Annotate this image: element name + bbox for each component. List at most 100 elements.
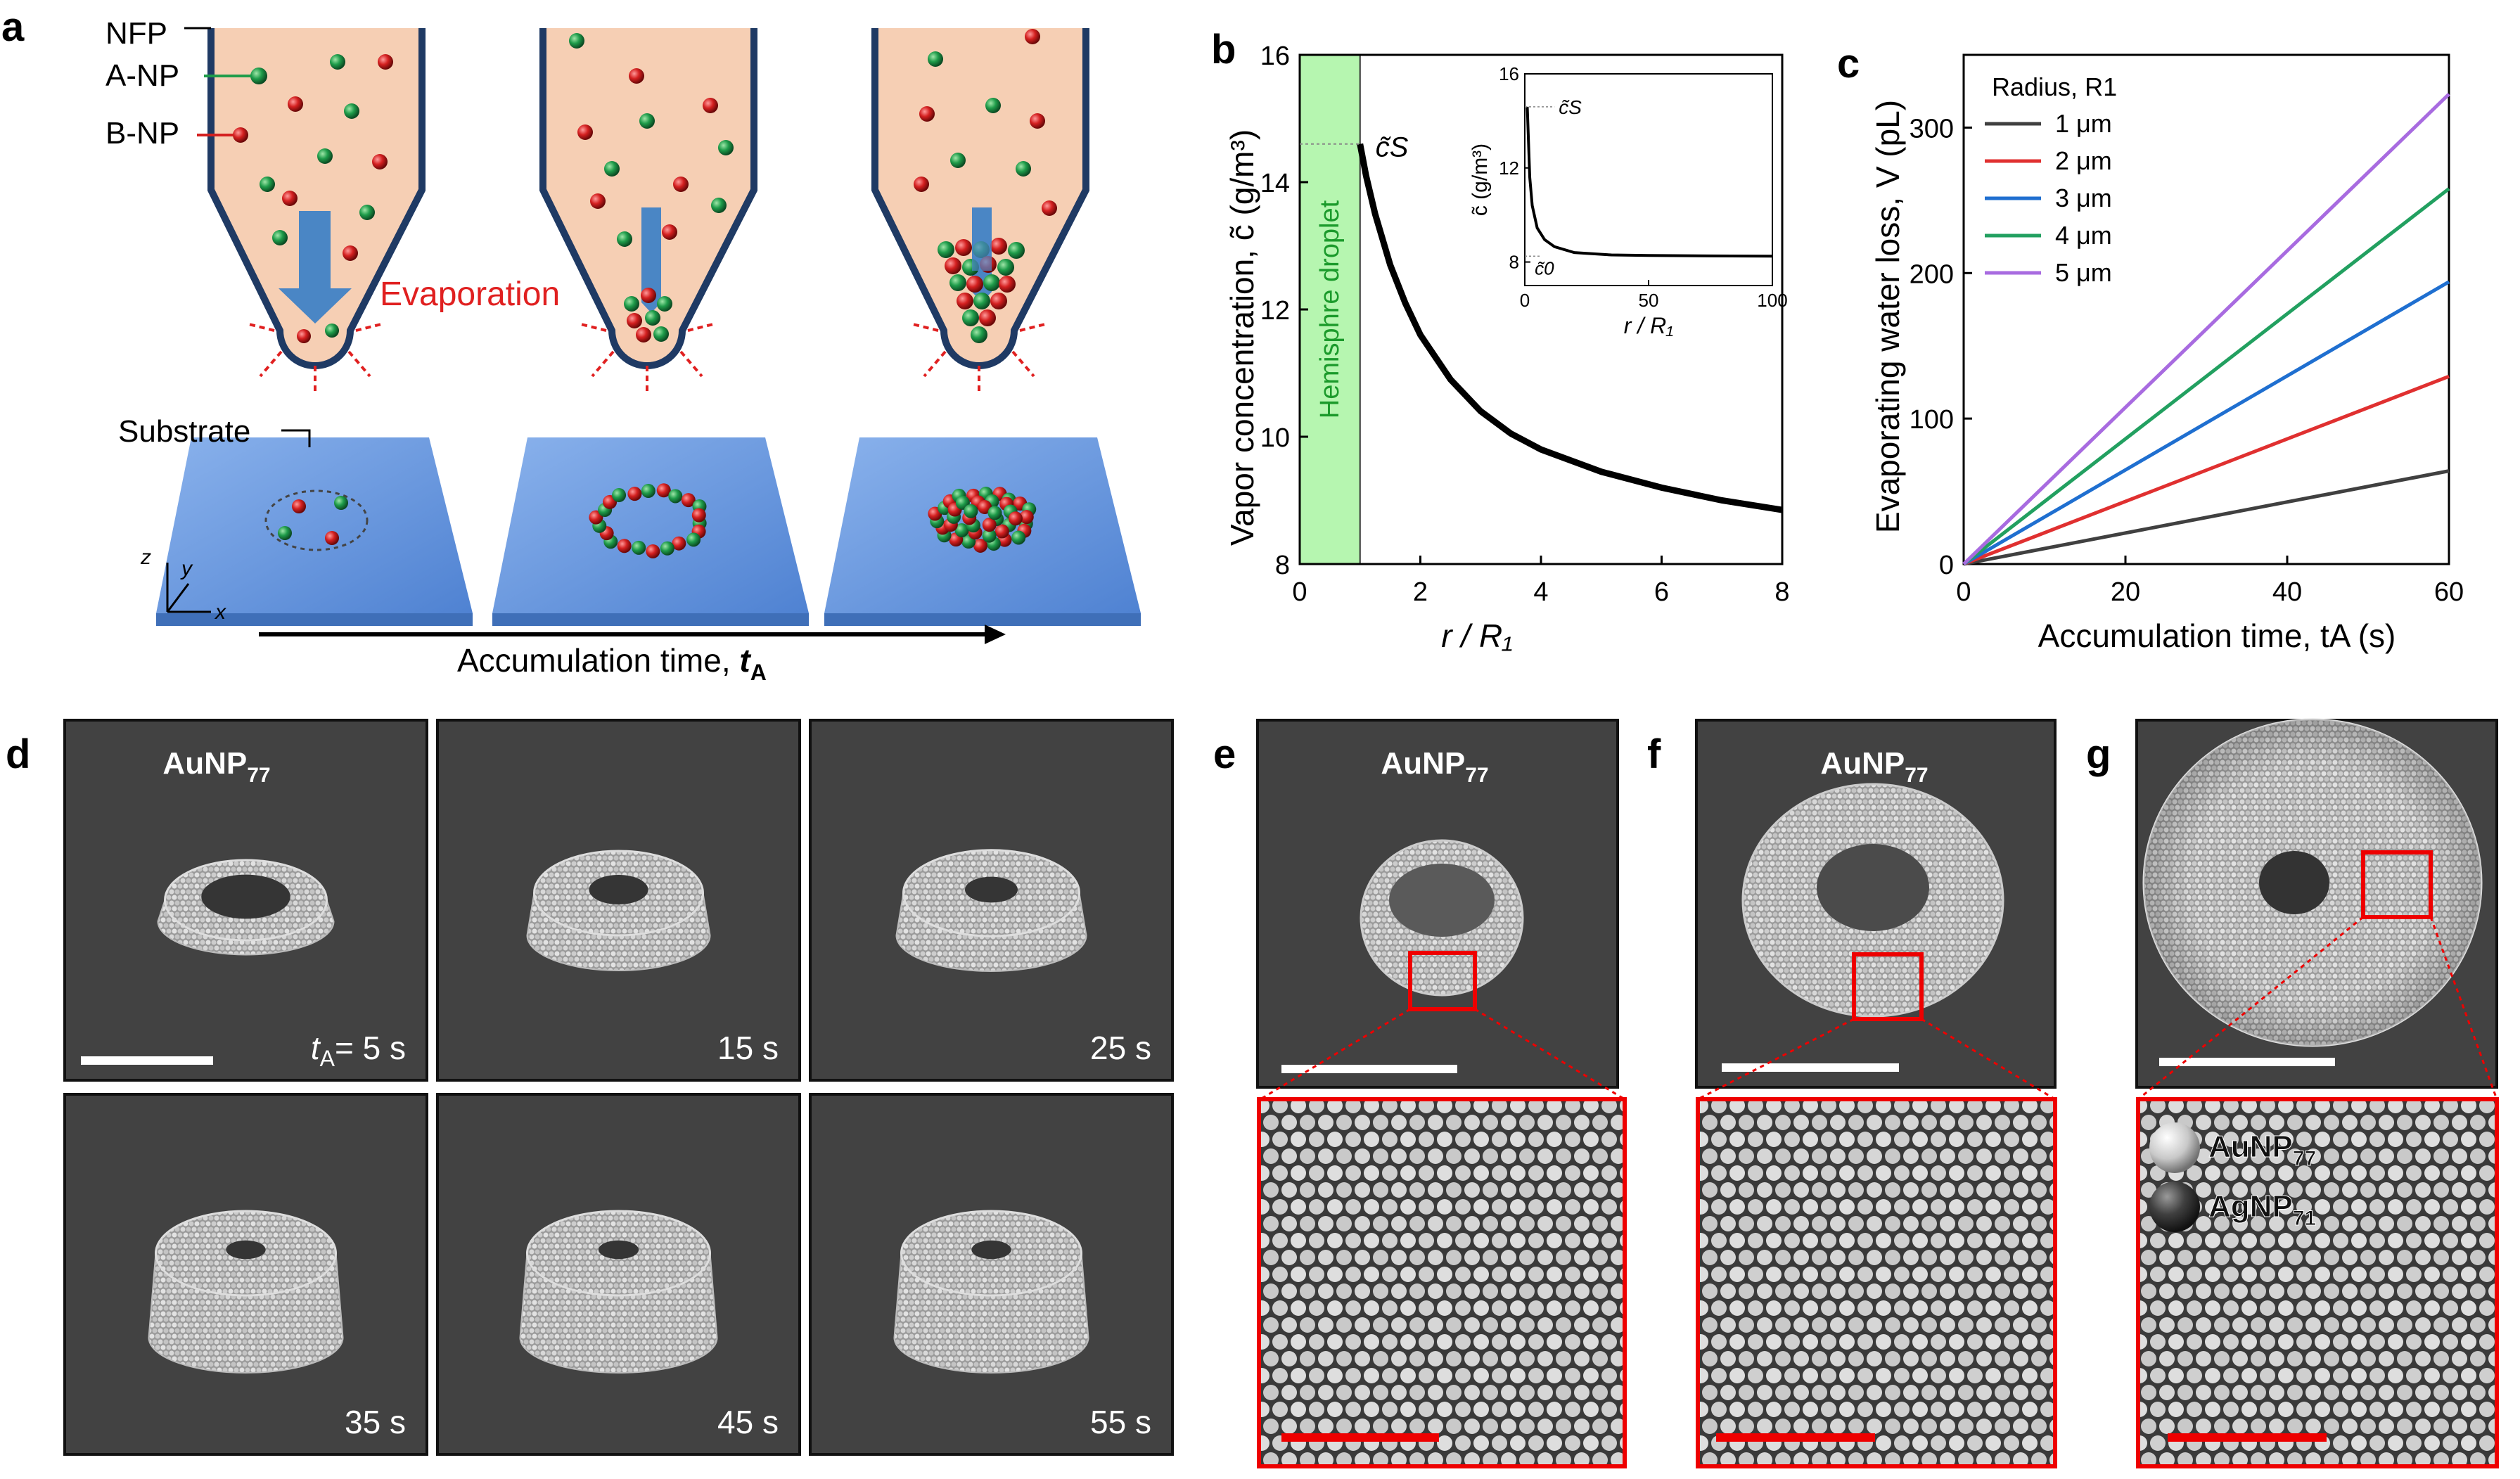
cs-annotation: c̃S [1376,132,1409,163]
ring-particle [954,523,969,537]
chart-c-ytick-label: 0 [1939,551,1954,580]
ring-particle [1019,510,1034,525]
chart-c-legend-label: 1 μm [2055,109,2112,138]
ring-particle [994,524,1009,539]
inset-ytick-label: 12 [1499,158,1519,179]
ring-particle [973,538,987,553]
time-value: = 5 s [335,1030,406,1066]
ring-particle [627,487,642,501]
sem-structure-d-hole [965,876,1018,903]
sem-structure-d-hole [598,1240,639,1260]
time-label-d: 25 s [1090,1030,1151,1066]
time-label-d: 35 s [345,1404,406,1440]
ring-particle [964,504,978,518]
coordinate-axes: z y x [140,546,226,624]
inset-cs-annotation: c̃S [1559,96,1582,118]
chart-c-xtick-label: 60 [2434,577,2464,607]
panel-letter-e: e [1213,731,1236,777]
panel-e: e AuNP77 [1213,719,1627,1468]
ring-particle [641,484,655,499]
sem-tile-d: 55 s [809,1093,1174,1456]
b-np-label: B-NP [105,116,179,151]
zoom-image-g [2136,1097,2499,1468]
ring-particle [691,508,706,523]
ring-particles-2 [589,483,707,558]
chart-b-xtick-label: 8 [1774,577,1789,607]
panel-d-title: AuNP77 [162,746,270,787]
chart-b-ytick-label: 8 [1275,551,1290,580]
chart-c-series-line [1962,93,2450,565]
nozzle-2-particles [569,33,734,342]
chart-b-xtick-label: 2 [1413,577,1428,607]
panel-letter-d: d [6,731,30,777]
chart-c-series-line [1963,374,2450,566]
time-label-d: tA= 5 s [311,1030,406,1071]
inset-xtick-label: 50 [1639,290,1659,311]
sem-structure-g-center [2259,851,2329,914]
panel-letter-c: c [1837,41,1860,87]
ring-particle [681,493,696,508]
chart-b-ylabel: Vapor concentration, c̃ (g/m³) [1224,129,1260,546]
ring-particles-3 [928,487,1037,553]
hemisphere-label: Hemisphre droplet [1315,200,1345,418]
time-label-d: 55 s [1090,1404,1151,1440]
flow-arrow-1 [279,211,352,324]
chart-c-xtick-label: 20 [2111,577,2140,607]
chart-c-legend-label: 4 μm [2055,221,2112,250]
chart-c-xtick-label: 0 [1956,577,1971,607]
sem-structure-e-hole [1389,864,1495,937]
zoom-box-g [2361,850,2433,919]
ag-sphere-icon [2149,1182,2200,1232]
chart-c-series-line [1962,280,2450,566]
chart-c-ytick-label: 100 [1910,405,1954,435]
nozzle-1-particles [233,54,393,343]
chart-b-ytick-label: 16 [1260,41,1290,71]
sem-structure-f-hole [1817,844,1929,931]
chart-b-series-line [1357,143,1783,513]
zoom-image-e [1257,1097,1627,1468]
chart-c-series-line [1963,469,2450,566]
time-prefix-sub: A [320,1046,335,1071]
flow-arrow-2 [641,207,661,313]
ring-particle [982,518,997,532]
sem-tile-d: 35 s [63,1093,428,1456]
sem-structure-d-hole [226,1240,266,1260]
chart-c-legend-label: 2 μm [2055,146,2112,175]
axis-y-label: y [180,557,193,580]
chart-b-ytick-label: 12 [1260,296,1290,326]
inset-c0-annotation: c̃0 [1535,258,1554,279]
inset-xtick-label: 0 [1520,290,1530,311]
ring-particle [1011,530,1026,545]
inset-xtick-label: 100 [1757,290,1787,311]
nfp-label: NFP [105,16,167,51]
evaporation-label: Evaporation [380,276,560,313]
chart-c-frame [1962,53,2450,565]
chart-b-xtick-label: 0 [1292,577,1307,607]
chart-c-legend: Radius, R11 μm2 μm3 μm4 μm5 μm [1985,72,2117,287]
chart-c-legend-label: 3 μm [2055,184,2112,212]
chart-b-xtick-label: 6 [1654,577,1669,607]
zoom-box-f [1852,952,1924,1021]
chart-c-legend-label: 5 μm [2055,258,2112,287]
au-sphere-icon [2149,1122,2200,1173]
axis-z-label: z [140,546,151,569]
chart-b-xtick-label: 4 [1533,577,1548,607]
time-label-d: 45 s [717,1404,779,1440]
ring-particle [617,539,632,553]
chart-c-series-line [1962,187,2450,565]
substrate-2 [492,437,809,626]
chart-c-xtick-label: 40 [2272,577,2302,607]
legend-au: AuNP77 [2208,1129,2316,1170]
ring-particle [632,540,646,555]
chart-c-ytick-label: 200 [1910,260,1954,289]
chart-c-lines [1962,93,2450,566]
sem-structure-d-hole [971,1240,1011,1260]
time-label-d: 15 s [717,1030,779,1066]
sem-structure-d-hole [589,875,648,904]
inset-xlabel: r / R₁ [1624,313,1674,338]
